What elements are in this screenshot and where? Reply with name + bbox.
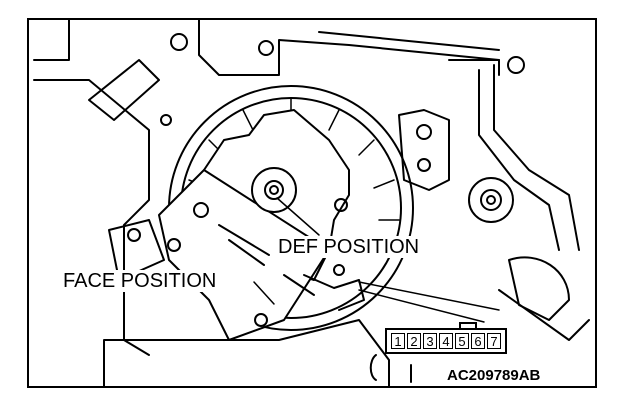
right-clamp-arm xyxy=(498,289,590,341)
connector-pin-5: 5 xyxy=(455,333,469,349)
diagram-frame: DEF POSITION FACE POSITION 1 2 3 4 5 6 7… xyxy=(27,18,597,388)
right-boss-outer xyxy=(468,177,514,223)
connector-leader-line xyxy=(358,289,485,323)
housing-right-strut xyxy=(493,64,580,251)
right-boss-core xyxy=(486,195,496,205)
housing-left-flange xyxy=(88,59,160,121)
face-position-label: FACE POSITION xyxy=(60,270,220,292)
connector-pin-diagram: 1 2 3 4 5 6 7 xyxy=(385,328,507,354)
actuator-harness xyxy=(303,274,365,311)
mount-hole xyxy=(170,33,188,51)
actuator-shaft-ring xyxy=(251,167,297,213)
connector-leader-line xyxy=(358,281,500,311)
def-position-label: DEF POSITION xyxy=(275,236,423,258)
actuator-screw xyxy=(254,313,268,327)
connector-pin-1: 1 xyxy=(391,333,405,349)
connector-pin-3: 3 xyxy=(423,333,437,349)
mount-hole xyxy=(507,56,525,74)
connector-pin-4: 4 xyxy=(439,333,453,349)
bottom-c-clip xyxy=(369,354,377,381)
mount-hole xyxy=(258,40,274,56)
connector-latch xyxy=(459,322,477,331)
actuator-screw xyxy=(193,202,209,218)
right-bracket xyxy=(398,109,450,191)
actuator-shaft-core xyxy=(269,185,279,195)
def-leader-line xyxy=(276,197,320,236)
actuator-line-drawing xyxy=(33,20,590,386)
right-clamp xyxy=(508,256,570,321)
housing-right-strut-inner xyxy=(478,69,560,251)
housing-left-contour xyxy=(33,20,150,356)
connector-pin-2: 2 xyxy=(407,333,421,349)
right-bracket-hole xyxy=(416,124,432,140)
right-boss-inner xyxy=(480,189,502,211)
connector-pin-6: 6 xyxy=(471,333,485,349)
mount-hole xyxy=(160,114,172,126)
reference-code: AC209789AB xyxy=(445,367,543,384)
housing-lower-left xyxy=(108,219,165,281)
housing-bottom-box xyxy=(103,319,390,386)
right-bracket-hole xyxy=(417,158,431,172)
housing-top-panel xyxy=(198,20,500,76)
mount-hole xyxy=(127,228,141,242)
actuator-screw xyxy=(333,264,345,276)
actuator-rib xyxy=(218,224,315,296)
actuator-shaft xyxy=(264,180,284,200)
actuator-screw xyxy=(334,198,348,212)
housing-top-right-bar xyxy=(318,31,500,61)
connector-pin-7: 7 xyxy=(487,333,501,349)
actuator-screw xyxy=(167,238,181,252)
face-leader-line xyxy=(253,281,275,305)
